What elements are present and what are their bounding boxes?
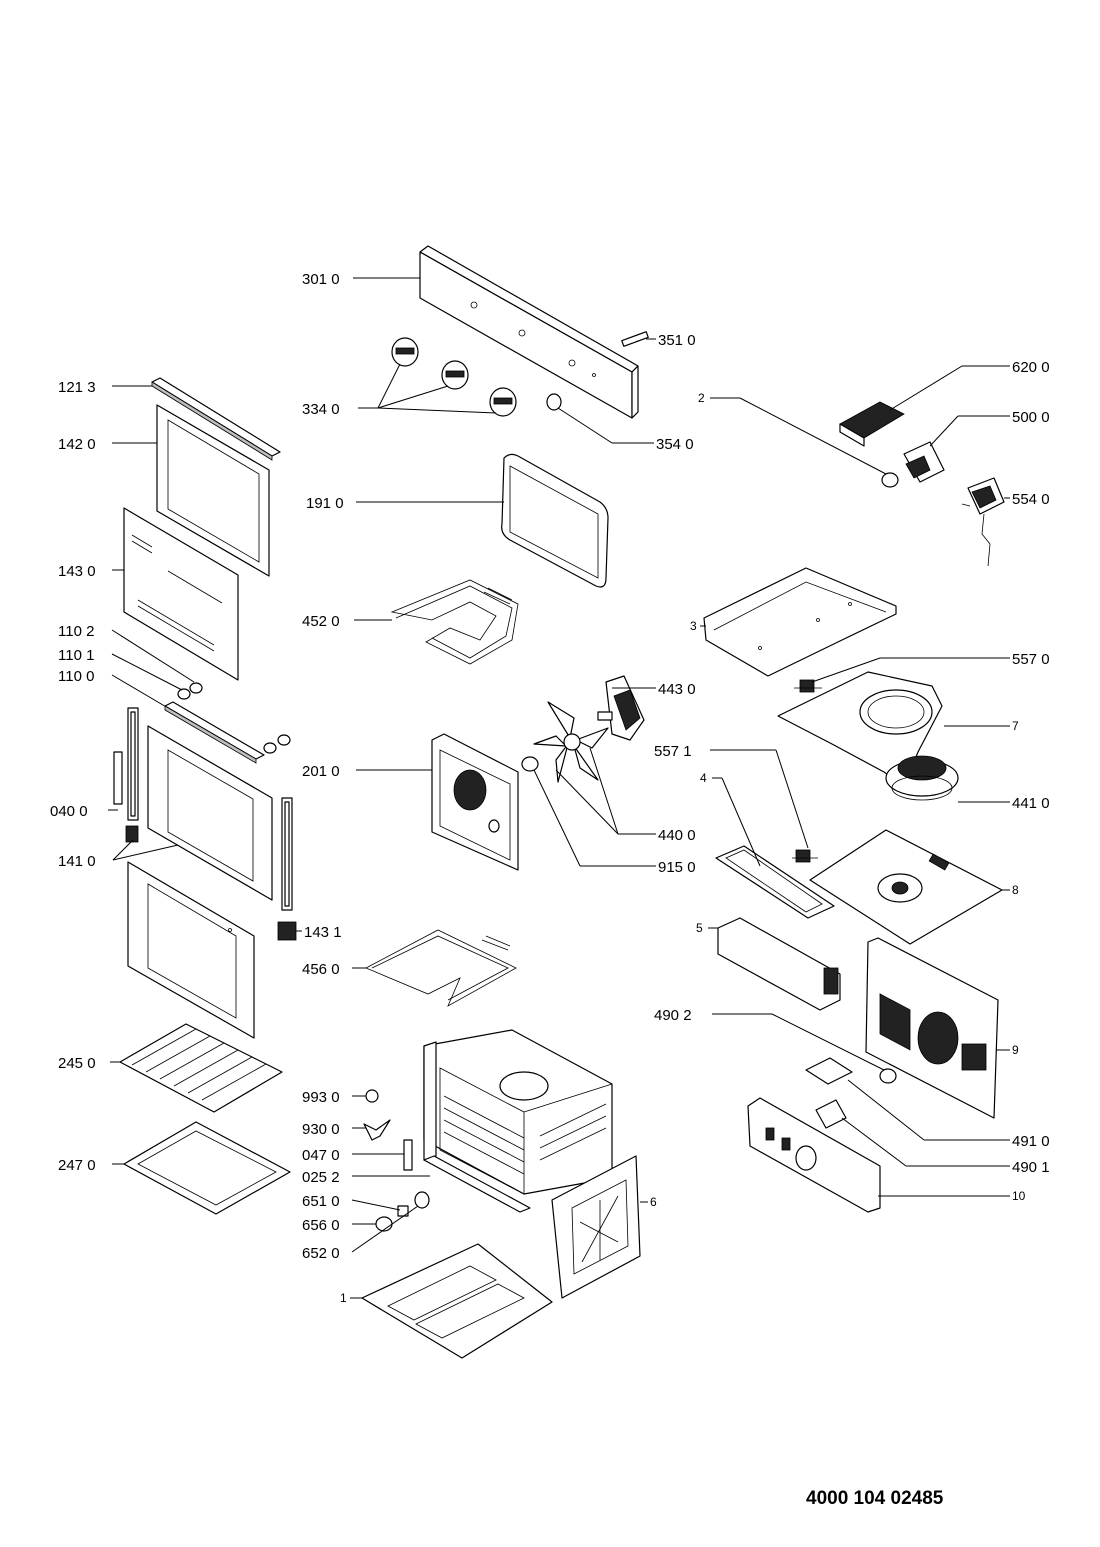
label-142-0: 142 0 [58,436,96,453]
door-inner-glass-frame [156,404,270,577]
label-201-0: 201 0 [302,763,340,780]
label-1: 1 [340,1291,347,1305]
safety-thermostat-2 [792,849,818,863]
label-915-0: 915 0 [658,859,696,876]
terminal-block [839,401,905,447]
label-121-3: 121 3 [58,379,96,396]
baking-tray [123,1121,291,1215]
back-panel [865,937,999,1119]
label-9: 9 [1012,1043,1019,1057]
label-652-0: 652 0 [302,1245,340,1262]
label-557-0: 557 0 [1012,651,1050,668]
label-441-0: 441 0 [1012,795,1050,812]
door-top-trim [151,377,281,461]
label-143-0: 143 0 [58,563,96,580]
label-4: 4 [700,771,707,785]
pin-351 [621,331,649,347]
label-651-0: 651 0 [302,1193,340,1210]
door-clip [277,921,297,941]
label-656-0: 656 0 [302,1217,340,1234]
air-channel [715,845,835,919]
label-557-1: 557 1 [654,743,692,760]
timer-knob [881,472,899,488]
door-outer-panel [127,861,255,1039]
thermostat [961,477,1005,567]
control-knobs [391,337,517,417]
label-110-2: 110 2 [58,623,94,640]
label-5: 5 [696,921,703,935]
timer [903,441,945,483]
document-number: 4000 104 02485 [806,1488,944,1509]
rear-mount-panel [809,829,1003,945]
top-heating-element [390,579,519,665]
label-025-2: 025 2 [302,1169,340,1186]
door-glass-pane [123,507,239,681]
label-7: 7 [1012,719,1019,733]
button-354 [546,393,562,411]
label-10: 10 [1012,1189,1026,1203]
label-301-0: 301 0 [302,271,340,288]
door-inner-panel [125,725,273,901]
control-bracket [747,1097,881,1213]
safety-thermostat [794,679,822,693]
top-cover [703,567,897,677]
label-491-0: 491 0 [1012,1133,1050,1150]
label-110-0: 110 0 [58,668,94,685]
label-334-0: 334 0 [302,401,340,418]
label-6: 6 [650,1195,657,1209]
fan-motor [597,675,645,741]
oven-cavity [423,1029,613,1213]
label-247-0: 247 0 [58,1157,96,1174]
label-110-1: 110 1 [58,647,94,664]
bottom-heating-element [365,929,517,1007]
label-143-1: 143 1 [304,924,342,941]
door-inner-trim [164,701,265,764]
label-245-0: 245 0 [58,1055,96,1072]
door-hinges [113,707,293,911]
label-191-0: 191 0 [306,495,344,512]
fan-nut [521,756,539,772]
label-3: 3 [690,619,697,633]
label-440-0: 440 0 [658,827,696,844]
label-141-0: 141 0 [58,853,96,870]
label-554-0: 554 0 [1012,491,1050,508]
label-930-0: 930 0 [302,1121,340,1138]
control-panel [419,245,639,419]
label-040-0: 040 0 [50,803,88,820]
label-490-1: 490 1 [1012,1159,1050,1176]
label-047-0: 047 0 [302,1147,340,1164]
door-gasket [501,453,609,588]
label-490-2: 490 2 [654,1007,692,1024]
wire-shelf [119,1023,283,1113]
switches [805,1057,853,1129]
rear-panel-cover [431,733,519,871]
small-parts [363,1089,430,1232]
side-panel [551,1155,641,1299]
label-456-0: 456 0 [302,961,340,978]
label-620-0: 620 0 [1012,359,1050,376]
label-354-0: 354 0 [656,436,694,453]
label-351-0: 351 0 [658,332,696,349]
label-993-0: 993 0 [302,1089,340,1106]
knob-490-2 [879,1068,897,1084]
cooling-fan [885,755,959,801]
bottom-panel [361,1243,553,1359]
label-452-0: 452 0 [302,613,340,630]
door-spacers [177,682,291,754]
fan-housing [777,671,943,787]
label-500-0: 500 0 [1012,409,1050,426]
label-2: 2 [698,391,705,405]
label-8: 8 [1012,883,1019,897]
side-channel [717,917,841,1011]
label-443-0: 443 0 [658,681,696,698]
